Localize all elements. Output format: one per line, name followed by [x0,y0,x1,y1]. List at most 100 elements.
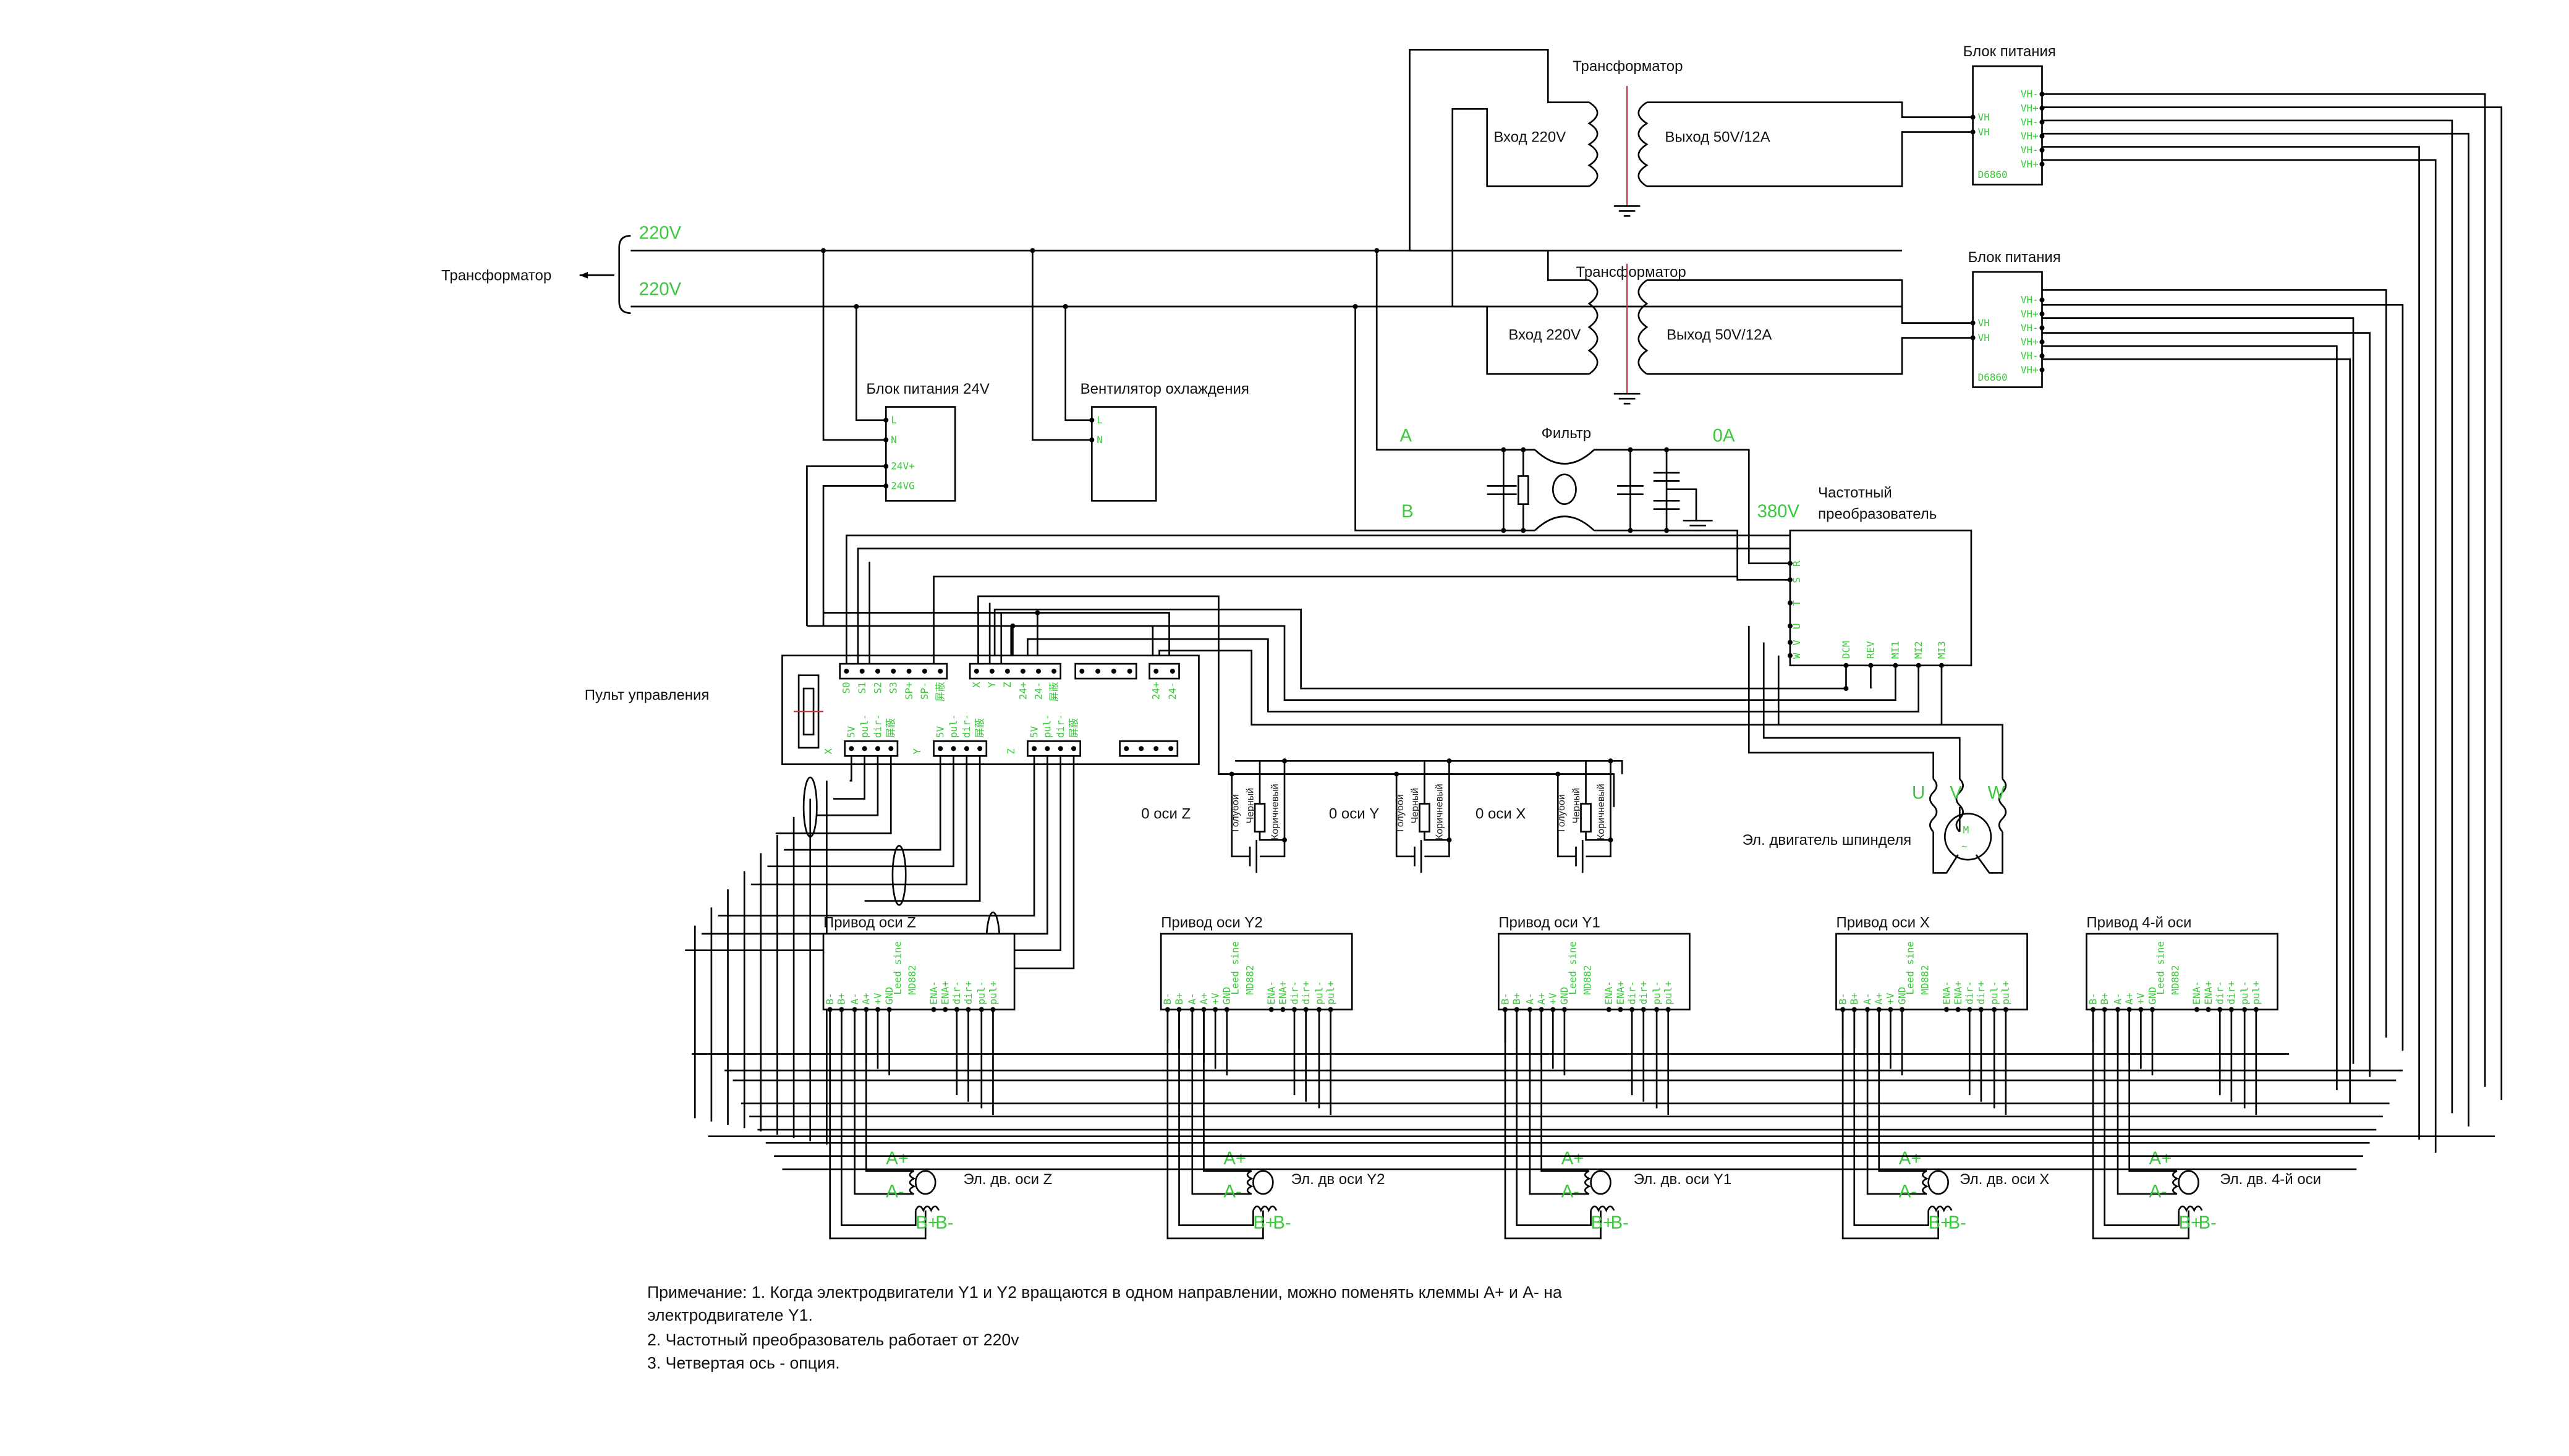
driver-model: MD882 [906,965,918,995]
wire [1932,806,2003,874]
psu24-pin: 24VG [891,480,914,492]
wire [1235,760,1623,774]
stepper-pin-b-plus: B+ [1929,1213,1951,1233]
driver-pin-label: dir- [2214,981,2226,1004]
coil-u [1929,778,1938,832]
terminal [1664,447,1670,452]
driver-pin-label: pul+ [1662,981,1674,1004]
coil [1252,1205,1278,1213]
driver-pin-label: +V [2135,993,2147,1005]
connector-pin-label: SP- [919,682,930,700]
driver-pin-label: A+ [2123,993,2135,1004]
terminal [888,746,894,751]
connector-pin-label: 24- [1166,682,1178,700]
stepper-3: A+A-B+B-Эл. дв. оси Y1 [1561,1148,1732,1233]
stepper-motors: A+A-B+B-Эл. дв. оси ZA+A-B+B-Эл. дв оси … [886,1148,2321,1233]
stepper-5: A+A-B+B-Эл. дв. 4-й оси [2149,1148,2321,1233]
wire [2128,1009,2177,1172]
connector-pin-label: X [970,682,982,688]
driver-pin-label: pul+ [987,981,999,1004]
coil [1590,1205,1615,1213]
driver-box [1498,933,1691,1010]
terminal [2206,1007,2211,1012]
driver-mode: Leed sine [2155,941,2167,995]
wire [2042,106,2503,1101]
psu-output-pin: VH- [2021,322,2039,334]
wire [1841,1009,1939,1240]
transformer-title: Трансформатор [1576,264,1686,281]
vfd-title-1: Частотный [1818,485,1892,501]
terminal [1079,669,1085,674]
terminal [989,669,995,674]
stepper-pin-a-plus: A+ [2149,1148,2172,1169]
driver-mode: Leed sine [1229,941,1241,995]
wire [1762,642,1961,779]
driver-pin-label: A+ [1535,993,1547,1004]
filter-core [1552,473,1577,506]
switch-icon [1419,803,1430,833]
psu-output-pin: VH- [2021,88,2039,100]
secondary-coil [1637,279,1649,375]
driver-pin-label: ENA+ [1277,981,1289,1004]
wire [807,625,1154,656]
vfd-bottom-pin: MI3 [1935,641,1947,659]
wire [1647,131,1973,187]
terminal [1153,746,1159,751]
wire [1027,638,1920,713]
junction [1374,248,1380,253]
terminal [2039,353,2045,358]
psu-input-pin: VH [1978,317,1990,329]
wire [822,485,886,626]
terminal [938,669,943,674]
stepper-motor-icon [914,1170,936,1195]
terminal [1955,1007,1961,1012]
coil-v [1955,778,1964,832]
arrow-icon [579,272,588,279]
switch-icon [1580,803,1592,833]
terminal [943,1007,948,1012]
driver-pin-label: B- [1161,993,1173,1004]
vfd-side-pin: R [1791,561,1803,567]
connector-pin-label: Z [1001,682,1013,688]
connector-pin-label: Y [986,682,998,688]
vfd-side-pin: W [1791,653,1803,659]
driver-pin-label: A+ [1873,993,1885,1004]
filter-title: Фильтр [1542,425,1592,442]
terminal [1394,771,1399,777]
wire [1647,279,1973,324]
notes: Примечание: 1. Когда электродвигатели Y1… [647,1283,1562,1373]
driver-pin-label: dir+ [962,981,974,1004]
driver-pin-label: B+ [836,993,847,1004]
terminal [1095,669,1101,674]
terminal [1608,837,1613,843]
terminal [1501,447,1506,452]
driver-mode: Leed sine [1904,941,1916,995]
wire [993,608,1847,690]
stepper-1: A+A-B+B-Эл. дв. оси Z [886,1148,1052,1233]
vfd-title-2: преобразователь [1818,506,1937,523]
connector-pin-label: 24+ [1017,682,1029,700]
wire [1424,761,1450,841]
wire [2092,1009,2189,1240]
wire [833,756,865,800]
driver-pin-label: A- [1186,993,1198,1004]
wire [1158,650,1943,726]
wire [1203,1009,1252,1172]
mains-brace [618,235,631,314]
psu24-box [885,406,956,502]
wire [1647,337,1973,375]
coil [1584,1170,1591,1195]
terminal [1153,669,1159,674]
driver-pin-label: A+ [860,993,872,1004]
driver-pin-label: GND [883,987,895,1005]
terminal [1787,577,1793,583]
note-line-4: 3. Четвертая ось - опция. [647,1353,840,1372]
wire-color-brown: Коричневый [1270,784,1280,840]
wire [2042,289,2387,1038]
